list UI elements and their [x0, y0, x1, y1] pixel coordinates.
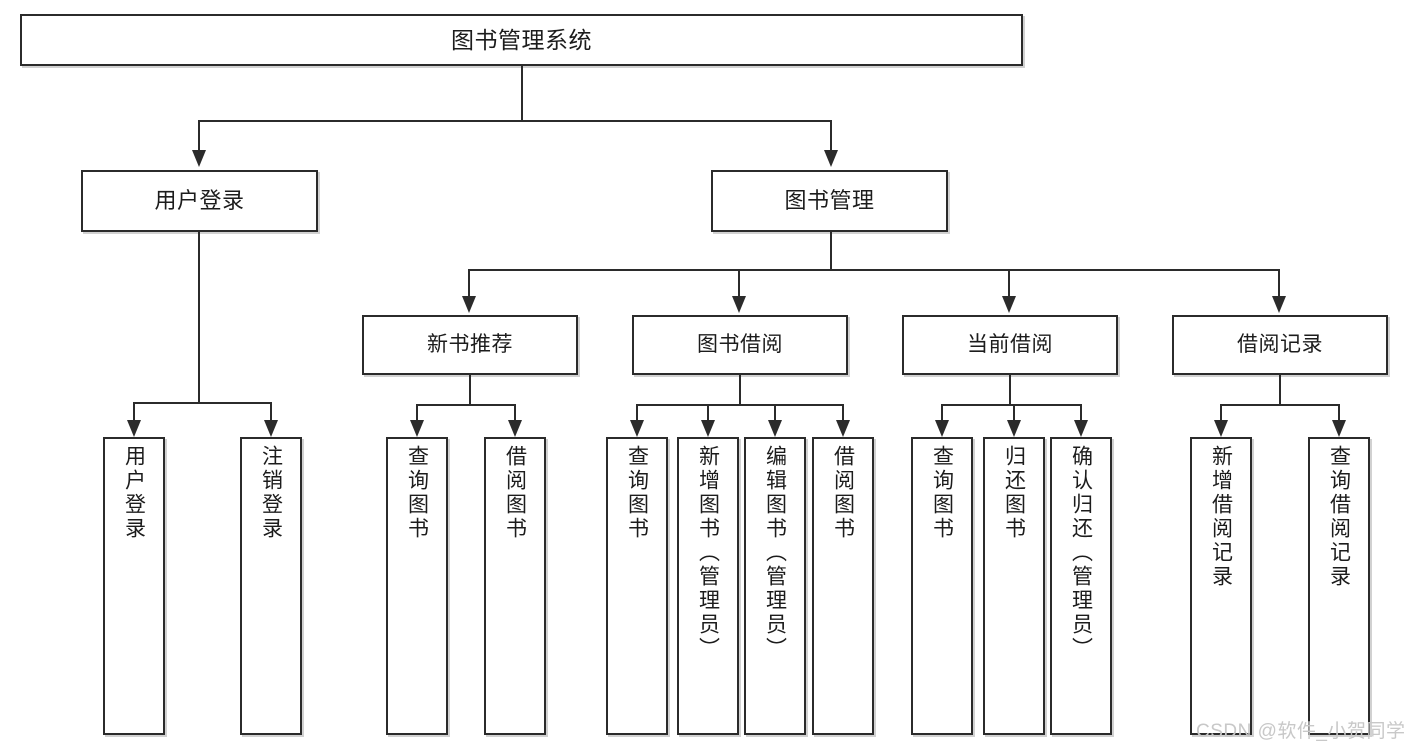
- leaf-add-borrow-record[interactable]: 新增借阅记录: [1190, 437, 1252, 735]
- connector-book-borrow-trunk: [739, 375, 741, 406]
- node-label: 查询图书: [930, 445, 954, 541]
- node-label: 图书管理系统: [451, 26, 592, 53]
- arrowhead-nbr-to-query-book: [410, 420, 424, 437]
- connector-cb-to-query-book: [941, 404, 943, 424]
- connector-borrow-record-trunk: [1279, 375, 1281, 406]
- node-label: 当前借阅: [967, 332, 1053, 356]
- connector-user-login-bus: [133, 402, 270, 404]
- node-label: 用户登录: [122, 445, 146, 541]
- connector-user-login-trunk: [198, 232, 200, 404]
- node-user-login[interactable]: 用户登录: [81, 170, 318, 232]
- connector-bb-to-add-book: [707, 404, 709, 424]
- connector-borrow-record-bus: [1220, 404, 1339, 406]
- connector-cb-to-confirm-return: [1080, 404, 1082, 424]
- node-label: 查询借阅记录: [1327, 445, 1351, 589]
- connector-to-book-management: [830, 120, 832, 153]
- connector-level3-bus: [468, 269, 1280, 271]
- arrowhead-to-book-borrow: [732, 296, 746, 313]
- connector-to-new-book-recommend: [468, 269, 470, 299]
- node-label: 注销登录: [259, 445, 283, 541]
- node-label: 图书借阅: [697, 332, 783, 356]
- node-label: 编辑图书（管理员）: [763, 445, 787, 661]
- leaf-return-book[interactable]: 归还图书: [983, 437, 1045, 735]
- leaf-edit-book-admin[interactable]: 编辑图书（管理员）: [744, 437, 806, 735]
- node-root-book-management-system[interactable]: 图书管理系统: [20, 14, 1023, 66]
- arrowhead-to-user-login: [192, 150, 206, 167]
- leaf-query-borrow-record[interactable]: 查询借阅记录: [1308, 437, 1370, 735]
- leaf-query-book-current[interactable]: 查询图书: [911, 437, 973, 735]
- node-label: 借阅图书: [503, 445, 527, 541]
- csdn-watermark: CSDN @软件_小贺同学: [1196, 721, 1405, 742]
- node-label: 归还图书: [1002, 445, 1026, 541]
- node-label: 查询图书: [405, 445, 429, 541]
- leaf-add-book-admin[interactable]: 新增图书（管理员）: [677, 437, 739, 735]
- connector-bb-to-borrow-book: [842, 404, 844, 424]
- node-label: 新书推荐: [427, 332, 513, 356]
- arrowhead-to-book-management: [824, 150, 838, 167]
- connector-nbr-to-query-book: [416, 404, 418, 424]
- node-label: 新增图书（管理员）: [696, 445, 720, 661]
- connector-book-management-trunk: [830, 232, 832, 270]
- node-label: 用户登录: [154, 188, 245, 214]
- node-label: 查询图书: [625, 445, 649, 541]
- node-label: 确认归还（管理员）: [1069, 445, 1093, 661]
- node-book-management[interactable]: 图书管理: [711, 170, 948, 232]
- node-label: 借阅图书: [831, 445, 855, 541]
- connector-level2-bus: [198, 120, 832, 122]
- connector-to-borrow-record: [1278, 269, 1280, 299]
- arrowhead-bb-to-borrow-book: [836, 420, 850, 437]
- arrowhead-bb-to-query-book: [630, 420, 644, 437]
- connector-nbr-to-borrow-book: [514, 404, 516, 424]
- connector-current-borrow-bus: [941, 404, 1081, 406]
- arrowhead-to-new-book-recommend: [462, 296, 476, 313]
- connector-to-user-login: [198, 120, 200, 153]
- arrowhead-to-current-borrow: [1002, 296, 1016, 313]
- leaf-confirm-return-admin[interactable]: 确认归还（管理员）: [1050, 437, 1112, 735]
- arrowhead-cb-to-query-book: [935, 420, 949, 437]
- arrowhead-cb-to-confirm-return: [1074, 420, 1088, 437]
- node-current-borrow[interactable]: 当前借阅: [902, 315, 1118, 375]
- connector-bb-to-edit-book: [774, 404, 776, 424]
- connector-to-current-borrow: [1008, 269, 1010, 299]
- leaf-query-book-recommend[interactable]: 查询图书: [386, 437, 448, 735]
- connector-bb-to-query-book: [636, 404, 638, 424]
- connector-current-borrow-trunk: [1009, 375, 1011, 406]
- connector-book-borrow-bus: [636, 404, 843, 406]
- connector-to-leaf-logout: [270, 402, 272, 424]
- leaf-borrow-book[interactable]: 借阅图书: [812, 437, 874, 735]
- node-label: 新增借阅记录: [1209, 445, 1233, 589]
- arrowhead-bb-to-edit-book: [768, 420, 782, 437]
- connector-to-book-borrow: [738, 269, 740, 299]
- leaf-query-book-borrow[interactable]: 查询图书: [606, 437, 668, 735]
- connector-cb-to-return-book: [1013, 404, 1015, 424]
- connector-br-to-query-record: [1338, 404, 1340, 424]
- arrowhead-nbr-to-borrow-book: [508, 420, 522, 437]
- connector-new-book-recommend-bus: [416, 404, 515, 406]
- leaf-borrow-book-recommend[interactable]: 借阅图书: [484, 437, 546, 735]
- leaf-user-login[interactable]: 用户登录: [103, 437, 165, 735]
- connector-root-trunk: [521, 66, 523, 121]
- leaf-logout[interactable]: 注销登录: [240, 437, 302, 735]
- node-book-borrow[interactable]: 图书借阅: [632, 315, 848, 375]
- connector-br-to-add-record: [1220, 404, 1222, 424]
- node-borrow-record[interactable]: 借阅记录: [1172, 315, 1388, 375]
- arrowhead-cb-to-return-book: [1007, 420, 1021, 437]
- arrowhead-to-borrow-record: [1272, 296, 1286, 313]
- arrowhead-br-to-query-record: [1332, 420, 1346, 437]
- arrowhead-to-leaf-logout: [264, 420, 278, 437]
- node-new-book-recommend[interactable]: 新书推荐: [362, 315, 578, 375]
- arrowhead-br-to-add-record: [1214, 420, 1228, 437]
- arrowhead-bb-to-add-book: [701, 420, 715, 437]
- arrowhead-to-leaf-user-login: [127, 420, 141, 437]
- connector-new-book-recommend-trunk: [469, 375, 471, 406]
- node-label: 借阅记录: [1237, 332, 1323, 356]
- connector-to-leaf-user-login: [133, 402, 135, 424]
- node-label: 图书管理: [784, 188, 875, 214]
